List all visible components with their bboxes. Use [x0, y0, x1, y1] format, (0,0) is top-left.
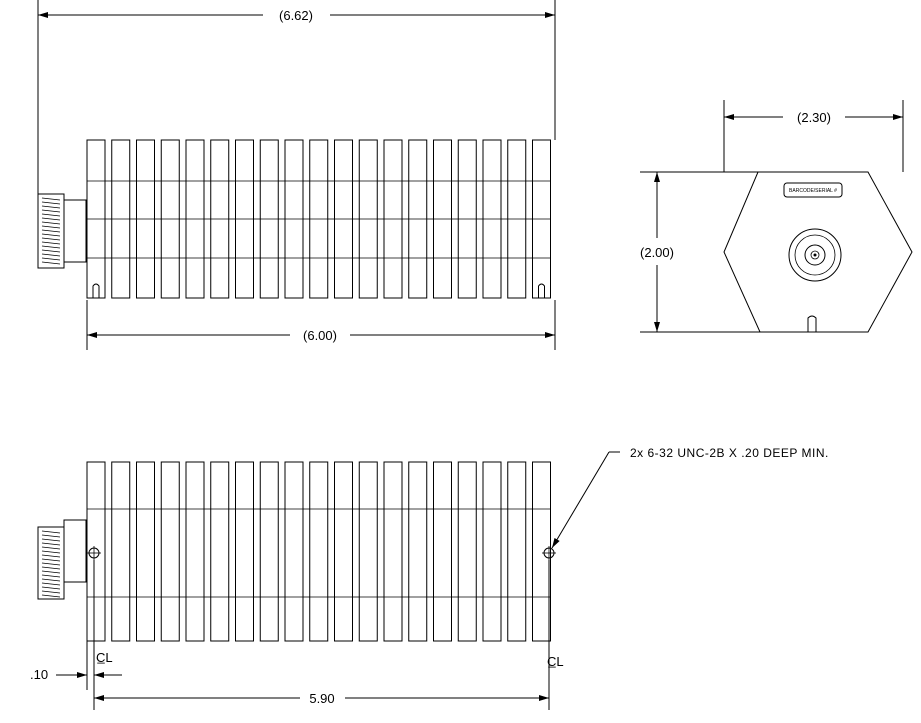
overall-length-dimension: (6.62) [37, 0, 556, 195]
connector-bore [804, 244, 826, 266]
label-plate-text: BARCODE/SERIAL # [789, 188, 837, 194]
thread-line [41, 201, 61, 205]
thread-line [41, 229, 61, 233]
heatsink-fin [136, 461, 155, 642]
hole-callout: 2x 6-32 UNC-2B X .20 DEEP MIN. [551, 446, 829, 549]
thread-line [41, 221, 61, 225]
thread-line [41, 245, 61, 249]
connector-threads [41, 530, 61, 598]
offset-dimension: .10 [30, 667, 122, 682]
rf-connector [37, 193, 87, 269]
heatsink-fin [111, 461, 131, 642]
thread-line [41, 566, 61, 570]
tapped-hole-left [87, 546, 101, 560]
heatsink-fin [383, 461, 403, 642]
connector-threads [41, 197, 61, 265]
heatsink-fin [334, 461, 353, 642]
leader-line [551, 451, 610, 549]
heatsink-fins [86, 139, 551, 299]
end-view: (2.30) (2.00) BARCODE/SERIAL # [640, 100, 913, 333]
tapped-hole-right [542, 546, 556, 560]
thread-line [41, 538, 61, 542]
label-plate-outline [783, 182, 843, 198]
heatsink-fin [259, 461, 279, 642]
heatsink-fin [309, 461, 329, 642]
heatsink-fin [358, 461, 378, 642]
thread-line [41, 233, 61, 237]
thread-line [41, 570, 61, 574]
centerline-left: C̲L [93, 560, 113, 710]
heatsink-fin [532, 461, 551, 642]
offset-label: .10 [30, 667, 48, 682]
connector-flange [794, 234, 836, 276]
thread-line [41, 225, 61, 229]
heatsink-fin [235, 461, 254, 642]
thread-line [41, 253, 61, 257]
thread-line [41, 586, 61, 590]
top-view: (6.62) (6.00) [37, 0, 556, 350]
height-label: (2.00) [640, 245, 674, 260]
connector-outer-ring [788, 228, 842, 282]
mounting-stud [538, 283, 545, 298]
thread-line [41, 241, 61, 245]
thread-line [41, 261, 61, 265]
body-length-label: (6.00) [303, 328, 337, 343]
hexagon-end-face [723, 171, 913, 333]
thread-line [41, 217, 61, 221]
heatsink-fin [482, 461, 502, 642]
heatsink-fin [185, 461, 205, 642]
rf-connector [37, 519, 87, 600]
connector-collar [63, 519, 87, 583]
hole-callout-text: 2x 6-32 UNC-2B X .20 DEEP MIN. [630, 446, 829, 460]
heatsink-fin [433, 461, 452, 642]
thread-line [41, 554, 61, 558]
heatsink-fin [507, 461, 527, 642]
mounting-stud [807, 315, 817, 332]
mounting-stud [92, 283, 100, 298]
thread-line [41, 542, 61, 546]
thread-line [41, 578, 61, 582]
body-length-dimension: (6.00) [86, 300, 556, 350]
thread-line [41, 237, 61, 241]
thread-line [41, 249, 61, 253]
thread-line [41, 197, 61, 201]
heatsink-fin [457, 461, 477, 642]
thread-line [41, 213, 61, 217]
hole-spacing-dimension: 5.90 [94, 691, 549, 706]
thread-line [41, 530, 61, 534]
thread-line [41, 550, 61, 554]
width-label: (2.30) [797, 110, 831, 125]
heatsink-fin [210, 461, 230, 642]
thread-line [41, 257, 61, 261]
centerline-right: C̲L [547, 560, 564, 710]
thread-line [41, 594, 61, 598]
heatsink-fin [408, 461, 428, 642]
overall-length-label: (6.62) [279, 8, 313, 23]
thread-line [41, 209, 61, 213]
centerline-symbol: C̲L [96, 650, 113, 665]
connector-collar [63, 199, 87, 263]
heatsink-fins [86, 461, 551, 642]
heatsink-fin [86, 461, 106, 642]
thread-line [41, 546, 61, 550]
connector-pin [810, 250, 820, 260]
side-view: 2x 6-32 UNC-2B X .20 DEEP MIN. C̲L C̲L .… [30, 446, 829, 710]
thread-line [41, 582, 61, 586]
width-dimension: (2.30) [723, 100, 904, 172]
thread-line [41, 534, 61, 538]
thread-line [41, 590, 61, 594]
thread-line [41, 205, 61, 209]
connector-center-point [813, 253, 817, 257]
height-dimension: (2.00) [640, 171, 760, 333]
barcode-serial-plate: BARCODE/SERIAL # [783, 182, 843, 198]
thread-line [41, 562, 61, 566]
heatsink-fin [284, 461, 304, 642]
hole-spacing-label: 5.90 [309, 691, 334, 706]
thread-line [41, 574, 61, 578]
connector-face [788, 228, 842, 282]
centerline-symbol: C̲L [547, 654, 564, 669]
heatsink-fin [160, 461, 180, 642]
thread-line [41, 558, 61, 562]
